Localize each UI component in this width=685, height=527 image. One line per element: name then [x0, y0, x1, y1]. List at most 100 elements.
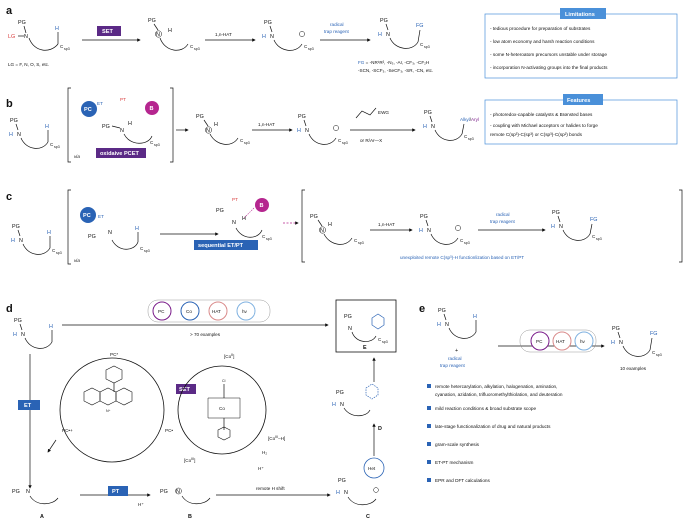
svg-text:C: C — [304, 44, 308, 49]
d-remote-shift: remote H shift — [256, 486, 285, 491]
a-set-box — [97, 26, 121, 36]
e-badge-rail — [519, 329, 597, 353]
svg-text:FG: FG — [650, 331, 658, 337]
d-substrate: PG N H H — [13, 318, 53, 349]
limitations-box — [484, 13, 678, 79]
svg-text:Cl: Cl — [222, 379, 226, 383]
svg-text:C: C — [592, 234, 596, 239]
limitations-header — [560, 8, 606, 19]
svg-text:C: C — [354, 238, 358, 243]
feature-item: - coupling with Michael acceptors or hal… — [490, 123, 598, 128]
svg-text:H: H — [11, 238, 15, 244]
b-alkyl-aryl: Alkyl/Aryl — [460, 117, 479, 122]
limitation-item: - incorporation N-activating groups into… — [490, 65, 608, 70]
e-bullet: remote hetercarylation, alkylation, halo… — [435, 384, 557, 389]
svg-text:N: N — [320, 228, 324, 234]
svg-text:H: H — [135, 226, 139, 232]
d-het-ring — [363, 457, 385, 479]
svg-text:sp3: sp3 — [194, 47, 200, 51]
panel-label-a: a — [6, 5, 13, 17]
svg-text:B: B — [260, 203, 264, 209]
c-et: ET — [98, 214, 104, 219]
cobaloxime-catalyst: Cl Co — [207, 379, 241, 441]
svg-text:H: H — [55, 26, 59, 32]
e-badge-pc — [530, 331, 550, 351]
svg-text:N: N — [619, 340, 623, 346]
svg-text:A: A — [40, 514, 44, 520]
svg-text:PC: PC — [84, 107, 92, 113]
svg-text:PC: PC — [536, 339, 543, 344]
svg-text:C: C — [366, 514, 370, 520]
svg-text:sp3: sp3 — [358, 241, 364, 245]
svg-text:PG: PG — [420, 214, 428, 220]
panel-label-b: b — [6, 98, 13, 110]
d-cobalt-cycle — [177, 365, 267, 455]
svg-text:C: C — [52, 248, 56, 253]
svg-text:PG: PG — [216, 208, 224, 214]
c-pc-circle — [80, 207, 96, 223]
svg-text:HAT: HAT — [212, 309, 221, 314]
svg-text:hν: hν — [242, 309, 248, 314]
d-badge-hv — [236, 301, 256, 321]
svg-text:PC: PC — [158, 309, 165, 314]
b-via: via — [74, 154, 80, 159]
svg-text:N: N — [340, 402, 344, 408]
svg-text:C: C — [50, 142, 54, 147]
svg-text:PG: PG — [12, 489, 20, 495]
svg-text:N: N — [559, 224, 563, 230]
c-seq-box — [194, 240, 258, 250]
svg-text:H: H — [423, 124, 427, 130]
c-pt: PT — [232, 197, 238, 202]
svg-text:C: C — [262, 234, 266, 239]
panel-label-e: e — [419, 303, 425, 315]
svg-text:N: N — [445, 322, 449, 328]
d-intermediate: PG N H — [332, 383, 379, 417]
e-bullet-cont: cyanation, azidation, trifluoromethylthi… — [435, 392, 563, 397]
d-product-e-box — [335, 299, 397, 353]
svg-text:sp3: sp3 — [464, 241, 470, 245]
b-pt: PT — [120, 97, 126, 102]
svg-text:PG: PG — [148, 18, 156, 24]
svg-text:N: N — [156, 32, 160, 38]
svg-text:PC•+: PC•+ — [62, 428, 73, 433]
d-photo-cycle — [59, 357, 165, 463]
svg-text:ET: ET — [24, 403, 32, 409]
svg-text:H: H — [611, 340, 615, 346]
svg-text:PG: PG — [196, 114, 204, 120]
svg-text:HAT: HAT — [556, 339, 565, 344]
panel-label-c: c — [6, 191, 12, 203]
svg-text:H: H — [9, 132, 13, 138]
svg-text:C: C — [190, 44, 194, 49]
svg-text:H: H — [49, 324, 53, 330]
svg-text:FG: FG — [590, 217, 598, 223]
svg-text:PC: PC — [83, 213, 91, 219]
svg-text:C: C — [150, 140, 154, 145]
svg-text:N: N — [270, 34, 274, 40]
c-base-circle — [255, 198, 269, 212]
b-n-radical: PG N H C sp3 — [196, 114, 250, 145]
a-carbon-radical: PG N H C sp3 — [262, 20, 314, 51]
svg-text:H⁺: H⁺ — [258, 466, 264, 471]
svg-text:C: C — [60, 44, 64, 49]
svg-text:N: N — [348, 326, 352, 332]
b-et: ET — [97, 101, 103, 106]
svg-text:E: E — [363, 345, 367, 351]
d-set-box — [176, 384, 196, 394]
svg-text:sp3: sp3 — [154, 143, 160, 147]
c-unexploited: unexploited remote C(sp³)-H functionliza… — [400, 255, 524, 260]
svg-text:Co: Co — [219, 406, 225, 411]
svg-text:PG: PG — [380, 18, 388, 24]
svg-text:PG: PG — [336, 390, 344, 396]
svg-text:sp3: sp3 — [382, 340, 388, 344]
svg-text:SET: SET — [179, 387, 190, 393]
svg-text:sp3: sp3 — [266, 237, 272, 241]
svg-text:LG: LG — [8, 34, 15, 40]
d-badge-pc — [152, 301, 172, 321]
c-carbon-radical: PG N H C sp3 — [419, 214, 470, 245]
svg-text:PG: PG — [552, 210, 560, 216]
svg-text:C: C — [140, 246, 144, 251]
d-et-box — [18, 400, 40, 410]
svg-text:H: H — [336, 490, 340, 496]
d-badge-co — [180, 301, 200, 321]
b-carbon-radical: PG N H C sp3 — [297, 114, 348, 145]
